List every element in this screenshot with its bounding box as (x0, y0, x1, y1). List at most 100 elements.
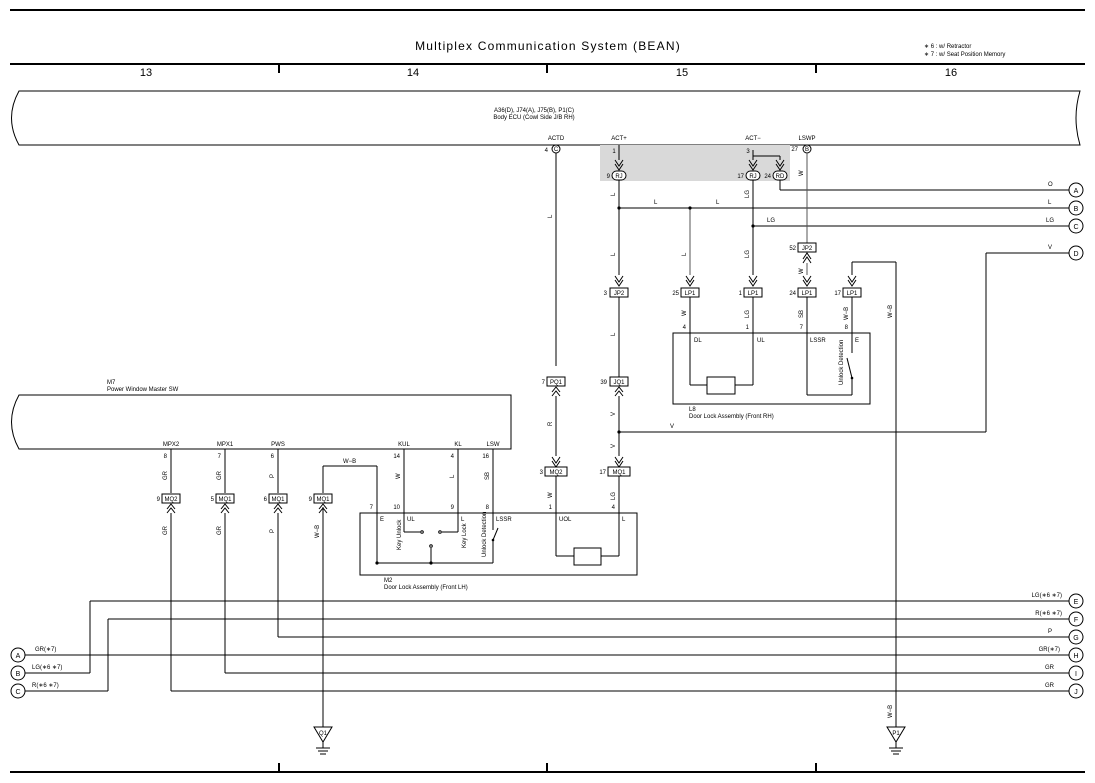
ref-f-right: F (1068, 611, 1084, 627)
svg-text:C: C (1073, 224, 1078, 231)
label-l-v3: L (682, 252, 688, 256)
section-dividers (278, 64, 817, 772)
svg-text:F: F (1074, 617, 1078, 624)
junction-mq2-9: MQ2 9 (157, 493, 181, 514)
label-lg-v1: LG (745, 190, 751, 198)
label-wb-p1: W−B (888, 305, 894, 318)
label-l-v1: L (611, 192, 617, 196)
pin-act-minus-label: ACT− (745, 136, 761, 142)
pin-actd-label: ACTD (548, 136, 565, 142)
pin-act-minus-num: 3 (746, 149, 750, 155)
ref-a-left: A (10, 647, 26, 663)
label-l-b: L (1048, 200, 1052, 206)
svg-text:E: E (1074, 599, 1079, 606)
m2-name: Door Lock Assembly (Front LH) (384, 585, 468, 591)
svg-text:MQ1: MQ1 (218, 497, 232, 503)
svg-text:LSSR: LSSR (496, 517, 512, 523)
label-v-d: V (1048, 245, 1052, 251)
label-wb-mq1: W−B (315, 525, 321, 538)
body-ecu-name: Body ECU (Cowl Side J/B RH) (493, 115, 574, 121)
wire-act-plus (617, 145, 1070, 275)
label-w-lswp: W (799, 170, 805, 176)
junction-mq1-5: MQ1 5 (211, 493, 235, 514)
junction-lp1-25: LP1 25 (672, 275, 700, 298)
svg-text:B: B (1074, 206, 1079, 213)
label-gr-mpx2: GR (163, 470, 169, 480)
label-r-actd: R (548, 421, 554, 426)
svg-text:RJ: RJ (615, 174, 622, 180)
svg-text:RJ: RJ (749, 174, 756, 180)
svg-text:52: 52 (789, 246, 796, 252)
label-sb-lsw: SB (485, 472, 491, 480)
pin-act-plus-label: ACT+ (611, 136, 627, 142)
label-l-actd: L (548, 214, 554, 218)
svg-text:L: L (461, 517, 465, 523)
svg-text:4: 4 (451, 454, 455, 460)
svg-text:MQ1: MQ1 (316, 497, 330, 503)
svg-text:L: L (622, 517, 626, 523)
svg-text:3: 3 (540, 470, 544, 476)
label-p-mq1: P (270, 529, 276, 533)
junction-jp2-3: JP2 3 (604, 275, 629, 298)
svg-text:10: 10 (393, 505, 400, 511)
note-retractor: ∗ 6 : w/ Retractor (924, 44, 971, 50)
svg-text:9: 9 (607, 174, 611, 180)
svg-text:17: 17 (599, 470, 606, 476)
ref-d-right: D (1068, 245, 1084, 261)
door-lock-rh-box (672, 332, 871, 405)
svg-text:MQ1: MQ1 (271, 497, 285, 503)
ref-i-right: I (1068, 665, 1084, 681)
svg-text:Unlock Detection: Unlock Detection (839, 340, 845, 385)
body-ecu-box (11, 90, 1081, 146)
junction-mq1-17: MQ1 17 (599, 456, 631, 477)
label-lg-l: LG (611, 492, 617, 500)
label-bus-la: GR(∗7) (35, 647, 56, 653)
svg-text:17: 17 (737, 174, 744, 180)
svg-text:6: 6 (271, 454, 275, 460)
body-ecu-codes: A36(D), J74(A), J75(B), P1(C) (494, 108, 574, 114)
svg-text:24: 24 (764, 174, 771, 180)
label-gr-mq2: GR (163, 525, 169, 535)
label-lg-c: LG (1046, 218, 1054, 224)
svg-text:E: E (380, 517, 384, 523)
svg-text:D: D (1073, 251, 1078, 258)
svg-text:25: 25 (672, 291, 679, 297)
label-wb-e: W−B (844, 307, 850, 320)
svg-text:Key Unlock: Key Unlock (397, 519, 403, 550)
svg-text:MQ2: MQ2 (164, 497, 178, 503)
diagram-title: Multiplex Communication System (BEAN) (415, 39, 681, 53)
l8-code: L8 (689, 407, 696, 413)
pin-lswp-num: 27 (791, 147, 798, 153)
svg-text:4: 4 (683, 325, 687, 331)
section-15: 15 (676, 67, 688, 79)
ref-b-left: B (10, 665, 26, 681)
svg-text:DL: DL (694, 338, 702, 344)
svg-text:LP1: LP1 (847, 291, 858, 297)
svg-text:Key Lock: Key Lock (462, 522, 468, 548)
ref-a-right: A (1068, 182, 1084, 198)
l8-name: Door Lock Assembly (Front RH) (689, 414, 774, 420)
wire-v-d (617, 252, 1069, 434)
svg-text:C: C (554, 147, 559, 153)
plug-rd: RD 24 (764, 159, 788, 181)
svg-text:I: I (1075, 671, 1077, 678)
label-v-h: V (670, 424, 674, 430)
label-gr-mq1: GR (217, 525, 223, 535)
junction-lp1-17: LP1 17 (834, 275, 862, 298)
junction-jq1: JQ1 39 (600, 376, 629, 397)
svg-text:MPX2: MPX2 (163, 442, 180, 448)
ref-g-right: G (1068, 629, 1084, 645)
label-l-2: L (716, 200, 720, 206)
svg-text:LP1: LP1 (748, 291, 759, 297)
wire-wb-p1 (851, 261, 897, 727)
label-gr-mpx1: GR (217, 470, 223, 480)
svg-text:9: 9 (157, 497, 161, 503)
m7-pin-labels: MPX2 MPX1 PWS KUL KL LSW (163, 442, 500, 448)
label-bus-g: P (1048, 629, 1052, 635)
label-lg-ul: LG (745, 310, 751, 318)
svg-text:P1: P1 (892, 731, 900, 737)
ref-h-right: H (1068, 647, 1084, 663)
junction-pq1: PQ1 7 (542, 376, 566, 397)
svg-text:LP1: LP1 (802, 291, 813, 297)
